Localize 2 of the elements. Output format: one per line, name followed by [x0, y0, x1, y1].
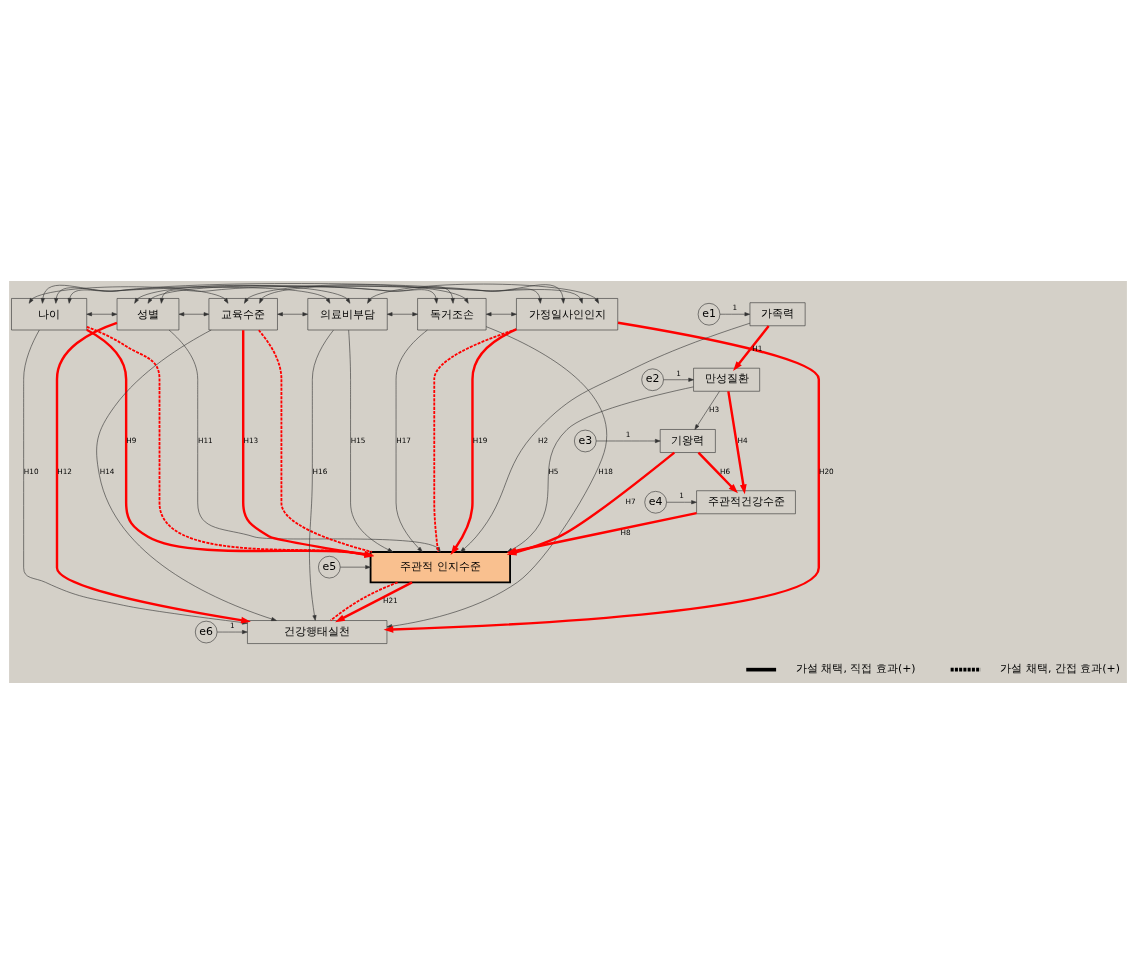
legend-label: 가설 채택, 직접 효과(+)	[796, 662, 916, 676]
legend-label: 가설 채택, 간접 효과(+)	[1000, 662, 1120, 676]
